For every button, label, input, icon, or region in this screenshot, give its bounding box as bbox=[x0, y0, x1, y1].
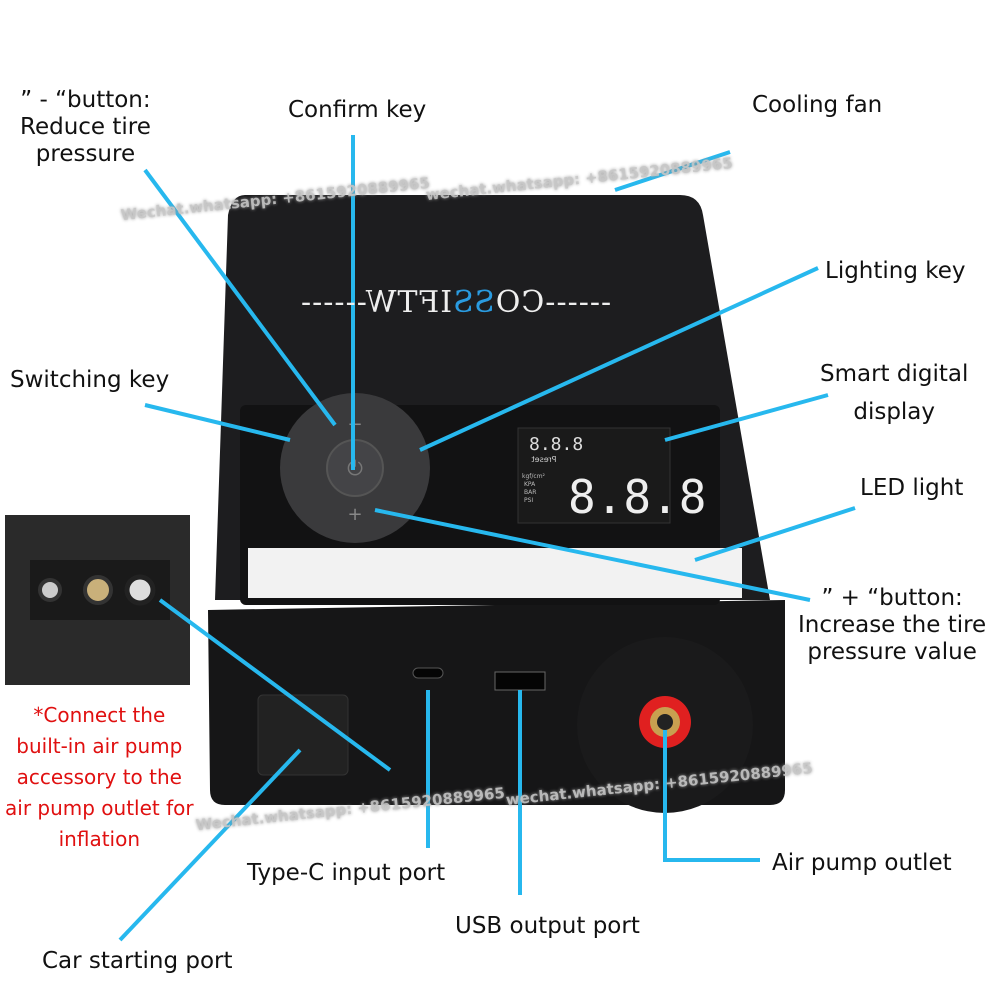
power-icon: ⏻ bbox=[347, 456, 363, 480]
air-pump-outlet-hole bbox=[657, 714, 673, 730]
label-line: Reduce tire bbox=[20, 114, 151, 140]
cooling-fan-label: Cooling fan bbox=[752, 92, 883, 118]
note-line: accessory to the bbox=[16, 765, 182, 789]
lcd-display bbox=[517, 427, 671, 524]
label-line: Smart digital bbox=[820, 361, 969, 387]
car-starting-port-cover bbox=[257, 694, 349, 776]
smart-display-label: Smart digital display bbox=[820, 355, 968, 431]
led-light-panel bbox=[248, 548, 742, 598]
usb-output-label: USB output port bbox=[455, 913, 640, 939]
brand-logo: ------COSSIFTW------ bbox=[300, 285, 612, 320]
label-line: pressure bbox=[35, 141, 136, 167]
note-line: *Connect the bbox=[33, 703, 166, 727]
leader-lines bbox=[118, 135, 856, 942]
inset-port bbox=[83, 575, 113, 605]
inset-port bbox=[124, 574, 156, 606]
switching-key-label: Switching key bbox=[10, 367, 170, 393]
lighting-key-label: Lighting key bbox=[825, 258, 966, 284]
label-line: pressure value bbox=[807, 639, 977, 665]
led-light-label: LED light bbox=[860, 475, 964, 501]
note-line: built-in air pump bbox=[16, 734, 183, 758]
car-starting-port-label: Car starting port bbox=[42, 948, 233, 974]
air-pump-outlet-label: Air pump outlet bbox=[772, 850, 952, 876]
note-line: air pump outlet for bbox=[5, 796, 194, 820]
lcd-unit: KPA bbox=[524, 481, 536, 488]
lcd-unit: kgf/cm² bbox=[522, 473, 546, 480]
confirm-key-label: Confirm key bbox=[288, 97, 427, 123]
accessory-note: *Connect the built-in air pump accessory t… bbox=[5, 700, 194, 855]
usb-port bbox=[494, 671, 546, 691]
label-line: display bbox=[853, 399, 936, 425]
type-c-label: Type-C input port bbox=[247, 860, 446, 886]
plus-icon: + bbox=[347, 504, 362, 525]
type-c-port bbox=[412, 667, 444, 679]
lcd-unit: BAR bbox=[524, 489, 536, 496]
lcd-preset-label: Preset bbox=[532, 455, 557, 464]
label-line: ” - “button: bbox=[20, 87, 151, 113]
inset-port bbox=[38, 578, 62, 602]
lcd-unit: PSI bbox=[524, 497, 533, 504]
lcd-big-digits: 8.8.8 bbox=[568, 470, 706, 524]
label-line: Increase the tire bbox=[798, 612, 987, 638]
note-line: inflation bbox=[58, 827, 141, 851]
lcd-small-digits: 8.8.8 bbox=[529, 434, 583, 455]
label-line: ” + “button: bbox=[821, 585, 963, 611]
